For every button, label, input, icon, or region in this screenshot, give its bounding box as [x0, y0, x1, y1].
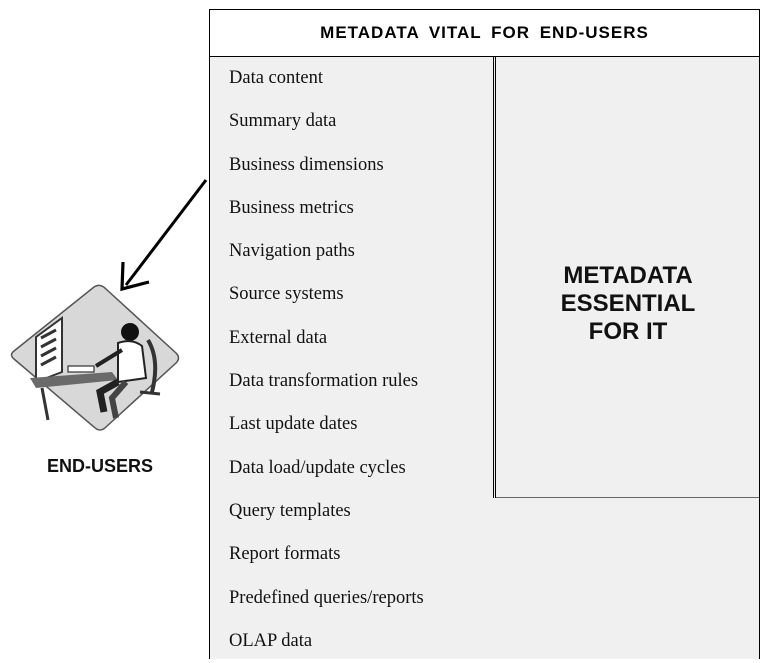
- end-user-workstation-icon: [10, 284, 180, 431]
- end-user-metadata-list: Data content Summary data Business dimen…: [229, 57, 491, 663]
- table-header: METADATA VITAL FOR END-USERS: [210, 10, 759, 57]
- it-label-line-1: METADATA: [563, 262, 693, 289]
- column-divider: [493, 57, 496, 498]
- list-item: OLAP data: [229, 630, 313, 651]
- list-item: Data transformation rules: [229, 371, 419, 392]
- list-item: Data content: [229, 68, 323, 88]
- list-item: Data load/update cycles: [229, 457, 406, 478]
- list-item: Predefined queries/reports: [229, 587, 424, 608]
- diagram-graphics: [10, 179, 208, 431]
- list-item: Business dimensions: [229, 154, 384, 175]
- section-divider: [496, 497, 759, 498]
- metadata-table: METADATA VITAL FOR END-USERS Data conten…: [209, 9, 760, 659]
- list-item: Summary data: [229, 111, 337, 132]
- end-users-label: END-USERS: [46, 456, 153, 476]
- list-item: Query templates: [229, 500, 351, 521]
- it-label-line-3: FOR IT: [588, 318, 668, 345]
- arrow-icon: [120, 179, 208, 292]
- it-metadata-label: METADATA ESSENTIAL FOR IT: [496, 262, 760, 346]
- list-item: Business metrics: [229, 197, 354, 218]
- it-label-line-2: ESSENTIAL: [560, 290, 696, 317]
- list-item: Last update dates: [229, 414, 358, 435]
- list-item: Report formats: [229, 544, 341, 565]
- list-item: External data: [229, 327, 328, 348]
- list-item: Source systems: [229, 284, 344, 305]
- list-item: Navigation paths: [229, 241, 355, 262]
